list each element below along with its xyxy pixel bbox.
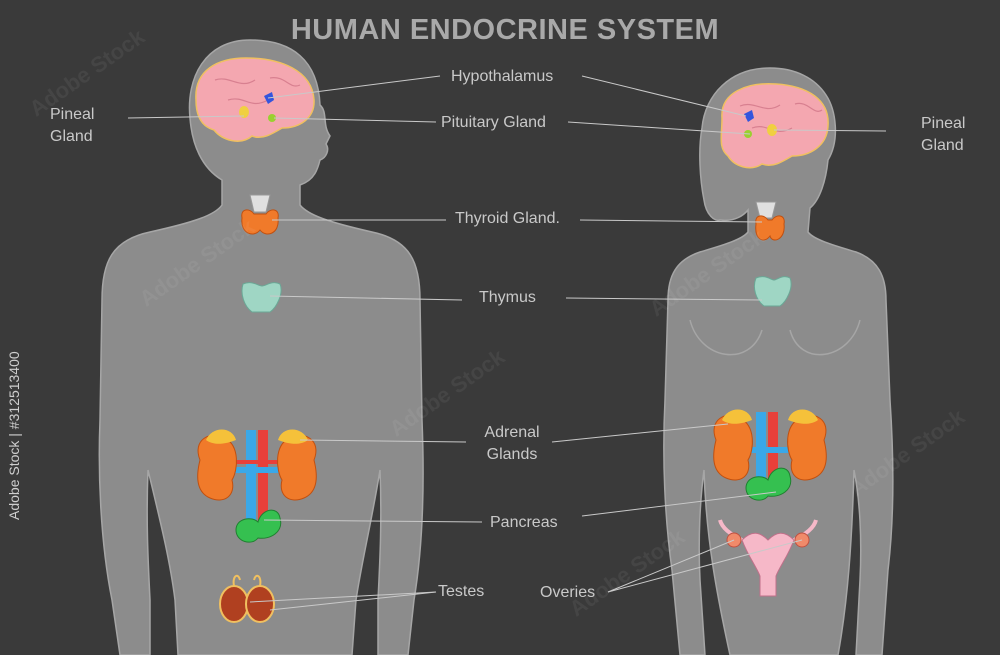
label-pineal-right: Pineal Gland bbox=[921, 113, 965, 157]
male-pancreas bbox=[235, 509, 282, 543]
female-thyroid bbox=[755, 215, 785, 241]
label-thymus: Thymus bbox=[479, 289, 536, 306]
male-kidney-left bbox=[197, 434, 237, 501]
leader-thymus-right bbox=[565, 297, 763, 301]
male-kidney-right bbox=[277, 434, 317, 501]
leader-hypothalamus-right bbox=[581, 75, 747, 117]
page-title: HUMAN ENDOCRINE SYSTEM bbox=[290, 14, 720, 46]
male-adrenal-left bbox=[206, 429, 236, 444]
female-kidney-right bbox=[787, 414, 827, 481]
label-testes: Testes bbox=[438, 583, 485, 600]
leader-adrenal-right bbox=[551, 423, 729, 443]
male-pituitary bbox=[268, 114, 276, 122]
label-thyroid: Thyroid Gland. bbox=[455, 210, 560, 227]
leader-hypothalamus-left bbox=[267, 75, 441, 99]
leader-thymus-left bbox=[269, 295, 463, 301]
female-hypothalamus bbox=[744, 110, 754, 122]
label-pineal-left-line1: Pineal bbox=[50, 106, 95, 123]
label-ovaries: Overies bbox=[540, 584, 596, 601]
leader-pineal-left bbox=[127, 115, 245, 119]
leader-pituitary-right bbox=[567, 121, 751, 135]
leader-pituitary-left bbox=[273, 117, 437, 123]
leader-pancreas-left bbox=[263, 519, 483, 523]
leader-testes-1 bbox=[249, 591, 437, 603]
male-silhouette bbox=[98, 39, 424, 655]
leader-ovaries-1 bbox=[607, 539, 735, 593]
label-adrenal: Adrenal Glands bbox=[470, 422, 554, 466]
leader-lines bbox=[127, 75, 887, 611]
male-vena-cava bbox=[246, 430, 256, 520]
leader-thyroid-right bbox=[579, 219, 763, 223]
label-pineal-left-line2: Gland bbox=[50, 128, 93, 145]
male-thyroid-cartilage bbox=[249, 194, 271, 213]
label-pineal-right-line1: Pineal bbox=[921, 115, 966, 132]
male-pineal bbox=[239, 106, 249, 118]
female-pineal bbox=[767, 124, 777, 136]
leader-pineal-right bbox=[773, 129, 887, 132]
female-pancreas bbox=[745, 467, 792, 501]
female-thyroid-cartilage bbox=[755, 201, 777, 219]
leader-testes-2 bbox=[269, 591, 437, 611]
label-pituitary: Pituitary Gland bbox=[441, 114, 546, 131]
label-hypothalamus: Hypothalamus bbox=[451, 68, 554, 85]
female-body bbox=[663, 67, 894, 655]
male-testis-right bbox=[245, 585, 275, 623]
male-brain bbox=[195, 57, 315, 142]
label-adrenal-line2: Glands bbox=[486, 446, 538, 463]
leader-ovaries-2 bbox=[607, 539, 803, 593]
leader-pancreas-right bbox=[581, 491, 777, 517]
male-thymus bbox=[241, 282, 282, 313]
leader-adrenal-left bbox=[299, 439, 467, 443]
female-adrenal-left bbox=[722, 409, 752, 424]
male-aorta bbox=[258, 430, 268, 520]
female-adrenal-right bbox=[788, 409, 818, 424]
label-pineal-left: Pineal Gland bbox=[50, 104, 94, 148]
male-body bbox=[98, 39, 424, 655]
male-thyroid bbox=[241, 209, 279, 235]
label-adrenal-line1: Adrenal bbox=[484, 424, 540, 441]
stock-id: Adobe Stock | #312513400 bbox=[6, 351, 22, 520]
label-pineal-right-line2: Gland bbox=[921, 137, 964, 154]
female-silhouette bbox=[663, 67, 894, 655]
female-breasts bbox=[689, 319, 861, 356]
label-pancreas: Pancreas bbox=[490, 514, 558, 531]
male-testis-left bbox=[219, 585, 249, 623]
